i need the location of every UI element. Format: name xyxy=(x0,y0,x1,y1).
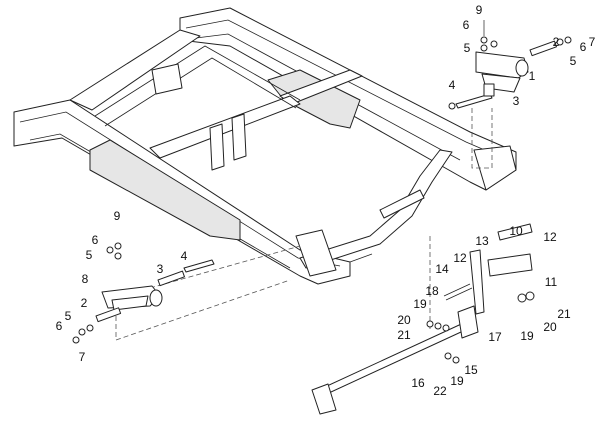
callout-12: 12 xyxy=(543,230,557,244)
brake-linkage xyxy=(311,223,535,415)
callout-4: 4 xyxy=(448,78,456,92)
callout-2: 2 xyxy=(80,296,88,310)
callout-3: 3 xyxy=(512,94,520,108)
callout-2: 2 xyxy=(552,35,560,49)
callout-15: 15 xyxy=(464,363,478,377)
callout-21: 21 xyxy=(557,307,571,321)
callout-7: 7 xyxy=(588,35,596,49)
callout-4: 4 xyxy=(180,249,188,263)
callout-10: 10 xyxy=(509,224,523,238)
callout-5: 5 xyxy=(85,248,93,262)
callout-6: 6 xyxy=(579,40,587,54)
callout-12: 12 xyxy=(453,251,467,265)
callout-5: 5 xyxy=(569,54,577,68)
callout-7: 7 xyxy=(78,350,86,364)
callout-19: 19 xyxy=(450,374,464,388)
callout-20: 20 xyxy=(543,320,557,334)
callout-5: 5 xyxy=(463,41,471,55)
callout-3: 3 xyxy=(156,262,164,276)
callout-6: 6 xyxy=(462,18,470,32)
callout-16: 16 xyxy=(411,376,425,390)
alignment-lines xyxy=(115,108,493,341)
callout-14: 14 xyxy=(435,262,449,276)
callout-19: 19 xyxy=(520,329,534,343)
callout-5: 5 xyxy=(64,309,72,323)
callout-6: 6 xyxy=(91,233,99,247)
callout-19: 19 xyxy=(413,297,427,311)
callout-22: 22 xyxy=(433,384,447,398)
callout-1: 1 xyxy=(528,69,536,83)
chassis-frame xyxy=(13,7,517,285)
callout-9: 9 xyxy=(113,209,121,223)
callout-17: 17 xyxy=(488,330,502,344)
callout-11: 11 xyxy=(544,275,558,289)
callout-13: 13 xyxy=(475,234,489,248)
upper-shackle-assembly xyxy=(448,20,572,110)
callout-6: 6 xyxy=(55,319,63,333)
callout-18: 18 xyxy=(425,284,439,298)
lower-shackle-assembly xyxy=(72,242,215,344)
callout-20: 20 xyxy=(397,313,411,327)
callout-9: 9 xyxy=(475,3,483,17)
callout-21: 21 xyxy=(397,328,411,342)
callout-8: 8 xyxy=(81,272,89,286)
